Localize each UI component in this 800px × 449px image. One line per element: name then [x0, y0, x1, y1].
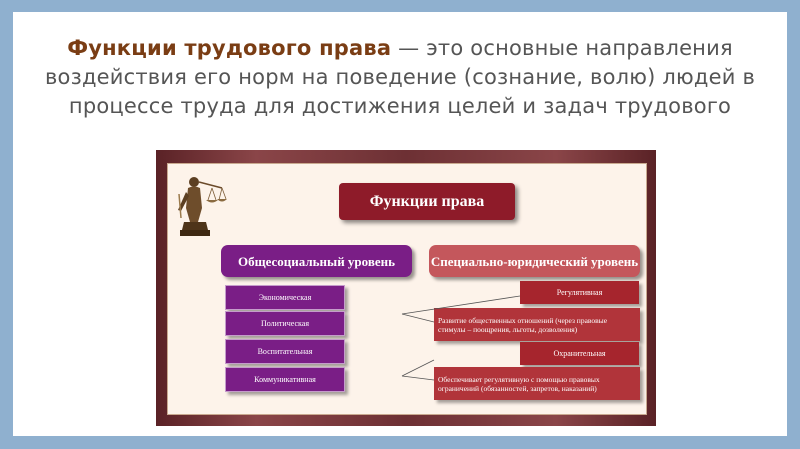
arrow-to-regulatory [401, 295, 521, 315]
functions-title-box: Функции права [339, 183, 515, 220]
title-definition: — это основные направления воздействия е… [44, 36, 756, 118]
special-legal-level: Специально-юридический уровень [429, 245, 640, 277]
general-social-level: Общесоциальный уровень [221, 245, 412, 277]
function-educational: Воспитательная [225, 339, 345, 364]
function-political: Политическая [225, 311, 345, 336]
title-term: Функции трудового права [67, 36, 392, 60]
themis-statue-icon [178, 177, 227, 236]
slide: Функции трудового права — это основные н… [13, 12, 787, 436]
arrow-to-protective-desc [401, 375, 435, 381]
function-communicative: Коммуникативная [225, 367, 345, 392]
regulatory-description: Развитие общественных отношений (через п… [434, 308, 640, 341]
protective-description: Обеспечивает регулятивную с помощью прав… [434, 367, 640, 400]
connector-arrows [401, 295, 521, 381]
diagram-frame: Функции права Общесоциальный уровень Спе… [156, 150, 656, 426]
arrow-to-regulatory-desc [401, 313, 435, 323]
function-economic: Экономическая [225, 285, 345, 310]
slide-title: Функции трудового права — это основные н… [13, 34, 787, 121]
function-protective: Охранительная [520, 342, 639, 365]
arrow-to-protective [401, 359, 435, 377]
function-regulatory: Регулятивная [520, 281, 639, 304]
diagram-panel: Функции права Общесоциальный уровень Спе… [167, 163, 647, 415]
